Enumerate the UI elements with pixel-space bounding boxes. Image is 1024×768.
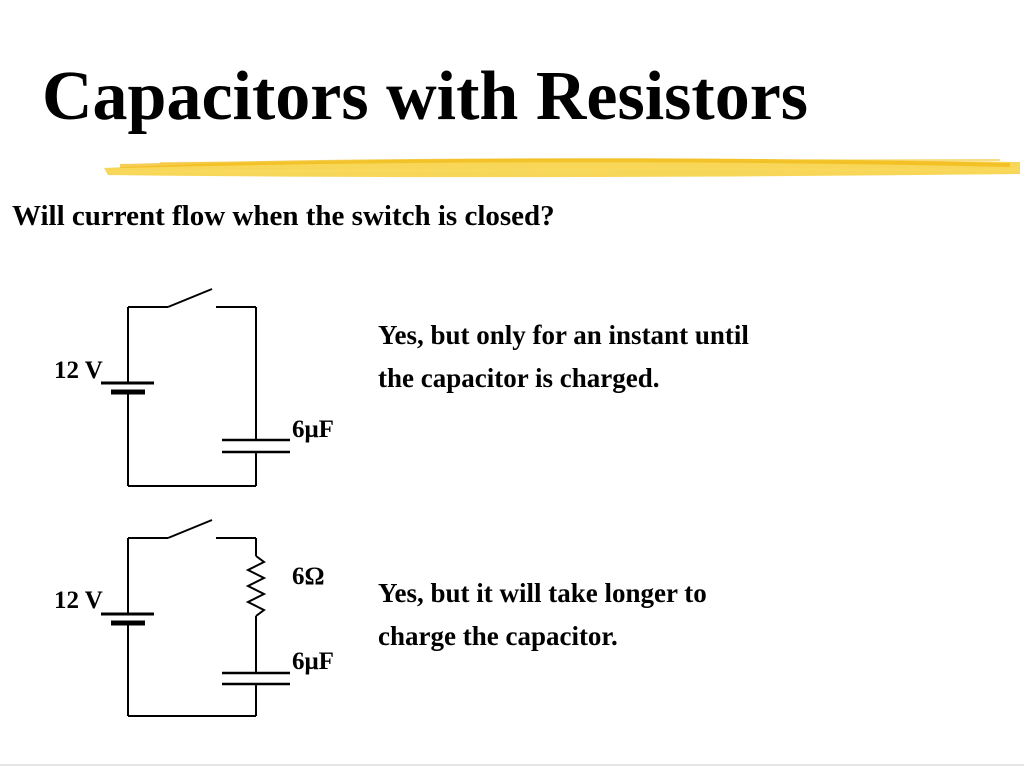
circuit-1-answer-line-2: the capacitor is charged. xyxy=(378,363,660,393)
title-highlight-stroke xyxy=(104,158,1020,178)
circuit-2-answer-line-1: Yes, but it will take longer to xyxy=(378,578,707,608)
circuit-2-capacitor-label: 6μF xyxy=(292,648,334,675)
circuit-1 xyxy=(101,288,290,487)
circuit-2 xyxy=(101,519,290,717)
circuit-1-switch xyxy=(167,288,213,308)
circuit-1-voltage-label: 12 V xyxy=(54,357,103,384)
bottom-divider xyxy=(0,764,1024,766)
circuit-2-answer-line-2: charge the capacitor. xyxy=(378,621,618,651)
question-text: Will current flow when the switch is clo… xyxy=(12,200,555,232)
circuit-1-capacitor-label: 6μF xyxy=(292,416,334,443)
slide-title: Capacitors with Resistors xyxy=(42,58,809,135)
circuit-2-resistor-label: 6Ω xyxy=(292,563,325,590)
circuit-1-answer: Yes, but only for an instant until the c… xyxy=(378,314,749,400)
circuit-2-resistor xyxy=(245,555,267,617)
circuit-2-switch xyxy=(167,519,213,539)
circuit-1-answer-line-1: Yes, but only for an instant until xyxy=(378,320,749,350)
circuit-2-voltage-label: 12 V xyxy=(54,587,103,614)
circuit-2-answer: Yes, but it will take longer to charge t… xyxy=(378,572,707,658)
